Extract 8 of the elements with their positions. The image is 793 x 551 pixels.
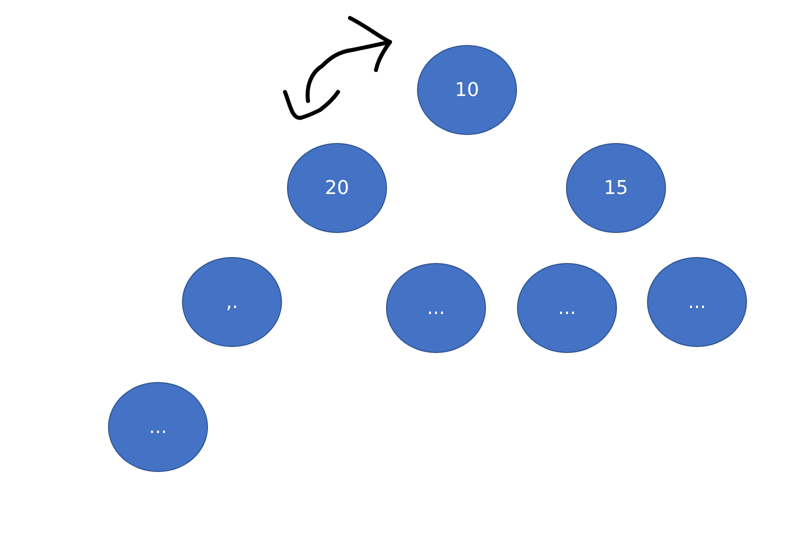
node-label: ... [558, 297, 576, 319]
node-label: ,. [226, 291, 238, 313]
node-label: 15 [604, 177, 628, 199]
node-label: ... [148, 416, 168, 438]
node-label: ... [688, 291, 706, 313]
node-label: 10 [454, 79, 480, 101]
node-label: 20 [324, 177, 350, 199]
node-label: ... [426, 297, 446, 319]
